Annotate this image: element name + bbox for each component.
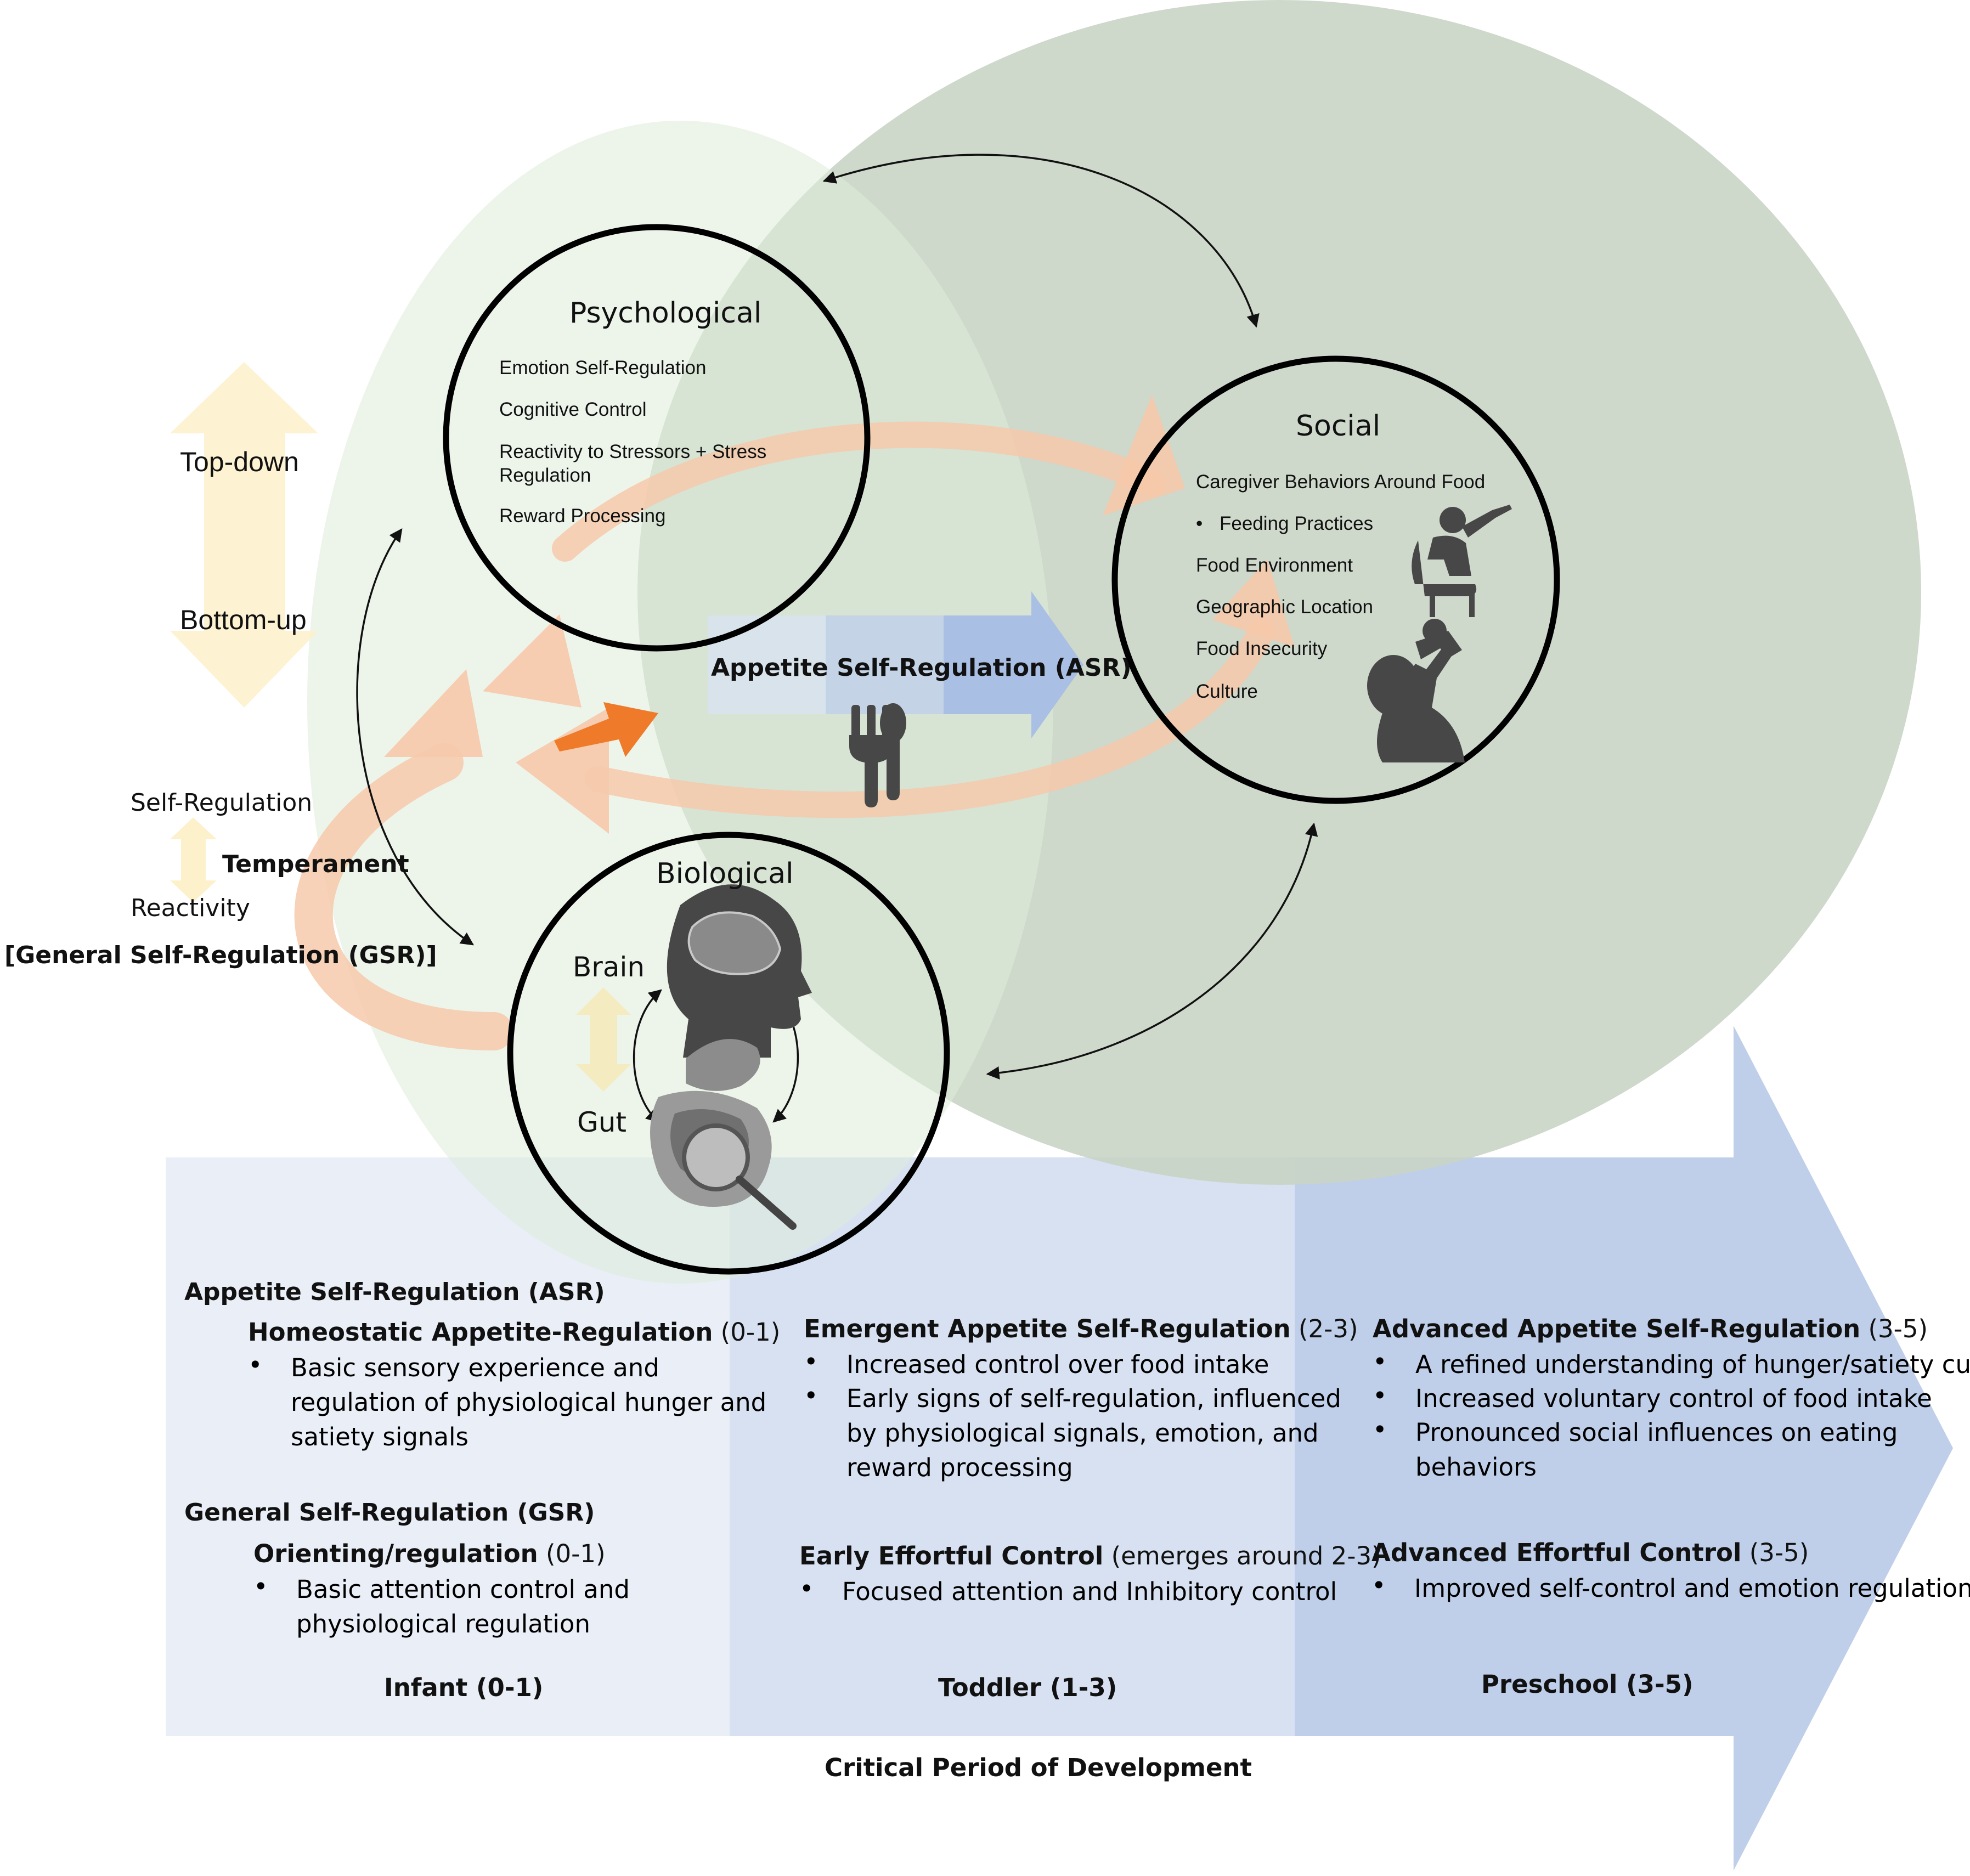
social-item-food-env: Food Environment — [1196, 555, 1353, 576]
toddler-gsr-stage: Early Effortful Control (emerges around … — [799, 1541, 1381, 1570]
gut-label: Gut — [577, 1106, 627, 1138]
timeline-toddler-band — [730, 1157, 1295, 1736]
brain-head-icon — [667, 884, 812, 1058]
preschool-gsr-stage: Advanced Effortful Control (3-5) — [1371, 1538, 1809, 1567]
loop-head-upper-left — [483, 614, 582, 708]
psych-item-reward: Reward Processing — [499, 505, 666, 527]
asr-orange-arrow — [554, 702, 658, 757]
arrow-brain-gut-left — [633, 989, 662, 1123]
brain-gut-arrow — [576, 987, 631, 1092]
preschool-asr-stage: Advanced Appetite Self-Regulation (3-5) — [1373, 1314, 1928, 1343]
gut-magnifier-icon — [650, 1039, 797, 1230]
social-title: Social — [1296, 410, 1381, 443]
social-circle — [1111, 355, 1560, 804]
infant-asr-heading: Appetite Self-Regulation (ASR) — [184, 1278, 605, 1306]
toddler-asr-stage: Emergent Appetite Self-Regulation (2-3) — [804, 1314, 1358, 1343]
bottom-up-label: Bottom-up — [180, 604, 307, 635]
social-item-culture: Culture — [1196, 681, 1258, 702]
infant-label: Infant (0-1) — [384, 1673, 544, 1702]
asr-bar-segment-1 — [708, 615, 828, 714]
interaction-arrows — [356, 154, 1318, 1123]
preschool-label: Preschool (3-5) — [1481, 1670, 1694, 1699]
infant-gsr-stage: Orienting/regulation (0-1) — [253, 1539, 606, 1568]
timeline-preschool-arrow — [1295, 1026, 1953, 1871]
loop-head-upper-right — [1103, 395, 1185, 516]
social-item-caregiver: Caregiver Behaviors Around Food — [1196, 471, 1486, 493]
biological-circle — [507, 832, 950, 1275]
psychological-circle — [443, 224, 871, 652]
toddler-label: Toddler (1-3) — [938, 1673, 1117, 1702]
loop-head-lower-right — [1212, 560, 1295, 647]
biological-title: Biological — [656, 857, 794, 890]
arrow-psych-social — [822, 154, 1260, 328]
temperament-label: Temperament — [222, 850, 409, 878]
loop-arrow-left — [294, 743, 513, 1050]
asr-center-label: Appetite Self-Regulation (ASR) — [711, 654, 1132, 682]
temperament-arrow — [170, 817, 217, 902]
social-item-insecurity: Food Insecurity — [1196, 638, 1328, 659]
arrow-social-bio — [986, 822, 1318, 1080]
brain-label: Brain — [573, 951, 645, 983]
psych-item-emotion: Emotion Self-Regulation — [499, 357, 707, 378]
social-item-feeding: Feeding Practices — [1220, 513, 1374, 534]
loop-arrow-upper — [552, 421, 1165, 562]
timeline-footer: Critical Period of Development — [825, 1753, 1252, 1782]
social-item-geo: Geographic Location — [1196, 596, 1373, 618]
top-down-label: Top-down — [180, 447, 299, 477]
asr-bar-arrowhead — [944, 591, 1083, 738]
reactivity-label: Reactivity — [131, 894, 250, 922]
loop-arrow-lower — [585, 618, 1275, 818]
top-down-bottom-up-arrow — [170, 362, 318, 708]
gsr-label: [General Self-Regulation (GSR)] — [4, 941, 437, 969]
arrow-psych-bio — [356, 528, 474, 946]
self-regulation-label: Self-Regulation — [131, 789, 313, 817]
asr-bar-segment-2 — [826, 615, 946, 714]
parent-child-icon — [1367, 619, 1465, 762]
social-bullet: • — [1196, 513, 1203, 534]
spoon-icon — [880, 703, 906, 800]
psychological-title: Psychological — [569, 297, 762, 330]
infant-gsr-heading: General Self-Regulation (GSR) — [184, 1499, 595, 1527]
orange-loop-arrows — [294, 421, 1275, 1050]
psych-item-reactivity: Reactivity to Stressors + Stress Regulat… — [499, 441, 767, 486]
psych-item-cognitive: Cognitive Control — [499, 399, 647, 420]
infant-asr-stage: Homeostatic Appetite-Regulation (0-1) — [248, 1318, 781, 1347]
child-feeding-icon — [1412, 505, 1512, 617]
